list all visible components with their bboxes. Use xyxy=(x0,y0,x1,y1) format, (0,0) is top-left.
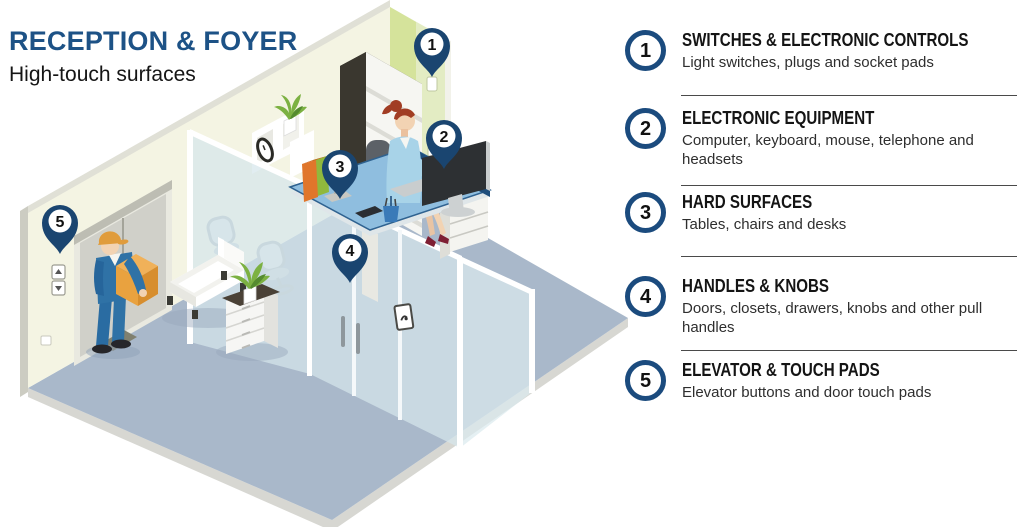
header: RECEPTION & FOYER High-touch surfaces xyxy=(9,26,297,87)
legend-number-badge-4: 4 xyxy=(625,276,666,317)
legend-divider xyxy=(681,185,1017,186)
legend-number-badge-3: 3 xyxy=(625,192,666,233)
light-switch xyxy=(426,76,438,92)
legend-item-4: 4 HANDLES & KNOBS Doors, closets, drawer… xyxy=(625,276,1018,338)
svg-text:3: 3 xyxy=(336,159,345,176)
legend-title-4: HANDLES & KNOBS xyxy=(682,276,830,296)
pin-markers: 1 2 3 4 5 xyxy=(42,28,462,283)
legend-title-2: ELECTRONIC EQUIPMENT xyxy=(682,108,875,128)
drawer-cabinet xyxy=(216,262,288,361)
isometric-room-illustration: 1 2 3 4 5 xyxy=(20,0,628,527)
glass-partition xyxy=(187,129,312,374)
pin-marker-2: 2 xyxy=(426,120,462,169)
legend-description-4: Doors, closets, drawers, knobs and other… xyxy=(682,299,983,336)
legend-item-1: 1 SWITCHES & ELECTRONIC CONTROLS Light s… xyxy=(625,30,1018,73)
legend-item-5: 5 ELEVATOR & TOUCH PADS Elevator buttons… xyxy=(625,360,1018,403)
pin-marker-4: 4 xyxy=(332,234,368,283)
touch-pad-icon xyxy=(400,315,408,321)
legend-number-badge-2: 2 xyxy=(625,108,666,149)
legend-description-5: Elevator buttons and door touch pads xyxy=(682,383,932,401)
delivery-person xyxy=(86,231,158,359)
legend-number-3: 3 xyxy=(639,201,652,224)
svg-text:2: 2 xyxy=(440,129,449,146)
wall-clock xyxy=(256,137,274,163)
legend-item-2: 2 ELECTRONIC EQUIPMENT Computer, keyboar… xyxy=(625,108,1018,170)
legend-description-2: Computer, keyboard, mouse, telephone and… xyxy=(682,131,974,168)
pin-marker-1: 1 xyxy=(414,28,450,77)
elevator-buttons xyxy=(51,264,66,296)
legend-number-badge-5: 5 xyxy=(625,360,666,401)
pin-marker-3: 3 xyxy=(322,150,358,199)
pen-cup xyxy=(383,196,399,222)
legend-number-badge-1: 1 xyxy=(625,30,666,71)
legend-description-1: Light switches, plugs and socket pads xyxy=(682,53,934,71)
reception-desk xyxy=(288,100,492,302)
svg-text:5: 5 xyxy=(56,214,65,231)
legend-divider xyxy=(681,256,1017,257)
legend-title-3: HARD SURFACES xyxy=(682,192,813,212)
wall-socket xyxy=(40,335,52,346)
legend-item-3: 3 HARD SURFACES Tables, chairs and desks xyxy=(625,192,1018,235)
legend-number-2: 2 xyxy=(639,117,652,140)
delivery-person-arm-left xyxy=(94,260,104,296)
page-title: RECEPTION & FOYER xyxy=(9,26,298,56)
shelf-plant xyxy=(274,94,307,137)
touch-pad xyxy=(393,303,415,331)
svg-text:1: 1 xyxy=(428,37,437,54)
legend-number-5: 5 xyxy=(639,369,652,392)
legend: 1 SWITCHES & ELECTRONIC CONTROLS Light s… xyxy=(625,0,1021,527)
svg-text:4: 4 xyxy=(346,243,355,260)
legend-divider xyxy=(681,350,1017,351)
delivery-person-arm-right xyxy=(124,256,146,294)
legend-divider xyxy=(681,95,1017,96)
page-subtitle: High-touch surfaces xyxy=(9,63,196,86)
door-handles xyxy=(341,316,360,354)
pin-marker-5: 5 xyxy=(42,205,78,254)
legend-title-1: SWITCHES & ELECTRONIC CONTROLS xyxy=(682,30,969,50)
legend-number-4: 4 xyxy=(639,285,652,308)
legend-description-3: Tables, chairs and desks xyxy=(682,215,847,233)
delivery-cap xyxy=(98,231,122,245)
legend-title-5: ELEVATOR & TOUCH PADS xyxy=(682,360,880,380)
potted-plant xyxy=(230,262,270,305)
legend-number-1: 1 xyxy=(639,39,652,62)
desk-phone xyxy=(355,206,383,218)
